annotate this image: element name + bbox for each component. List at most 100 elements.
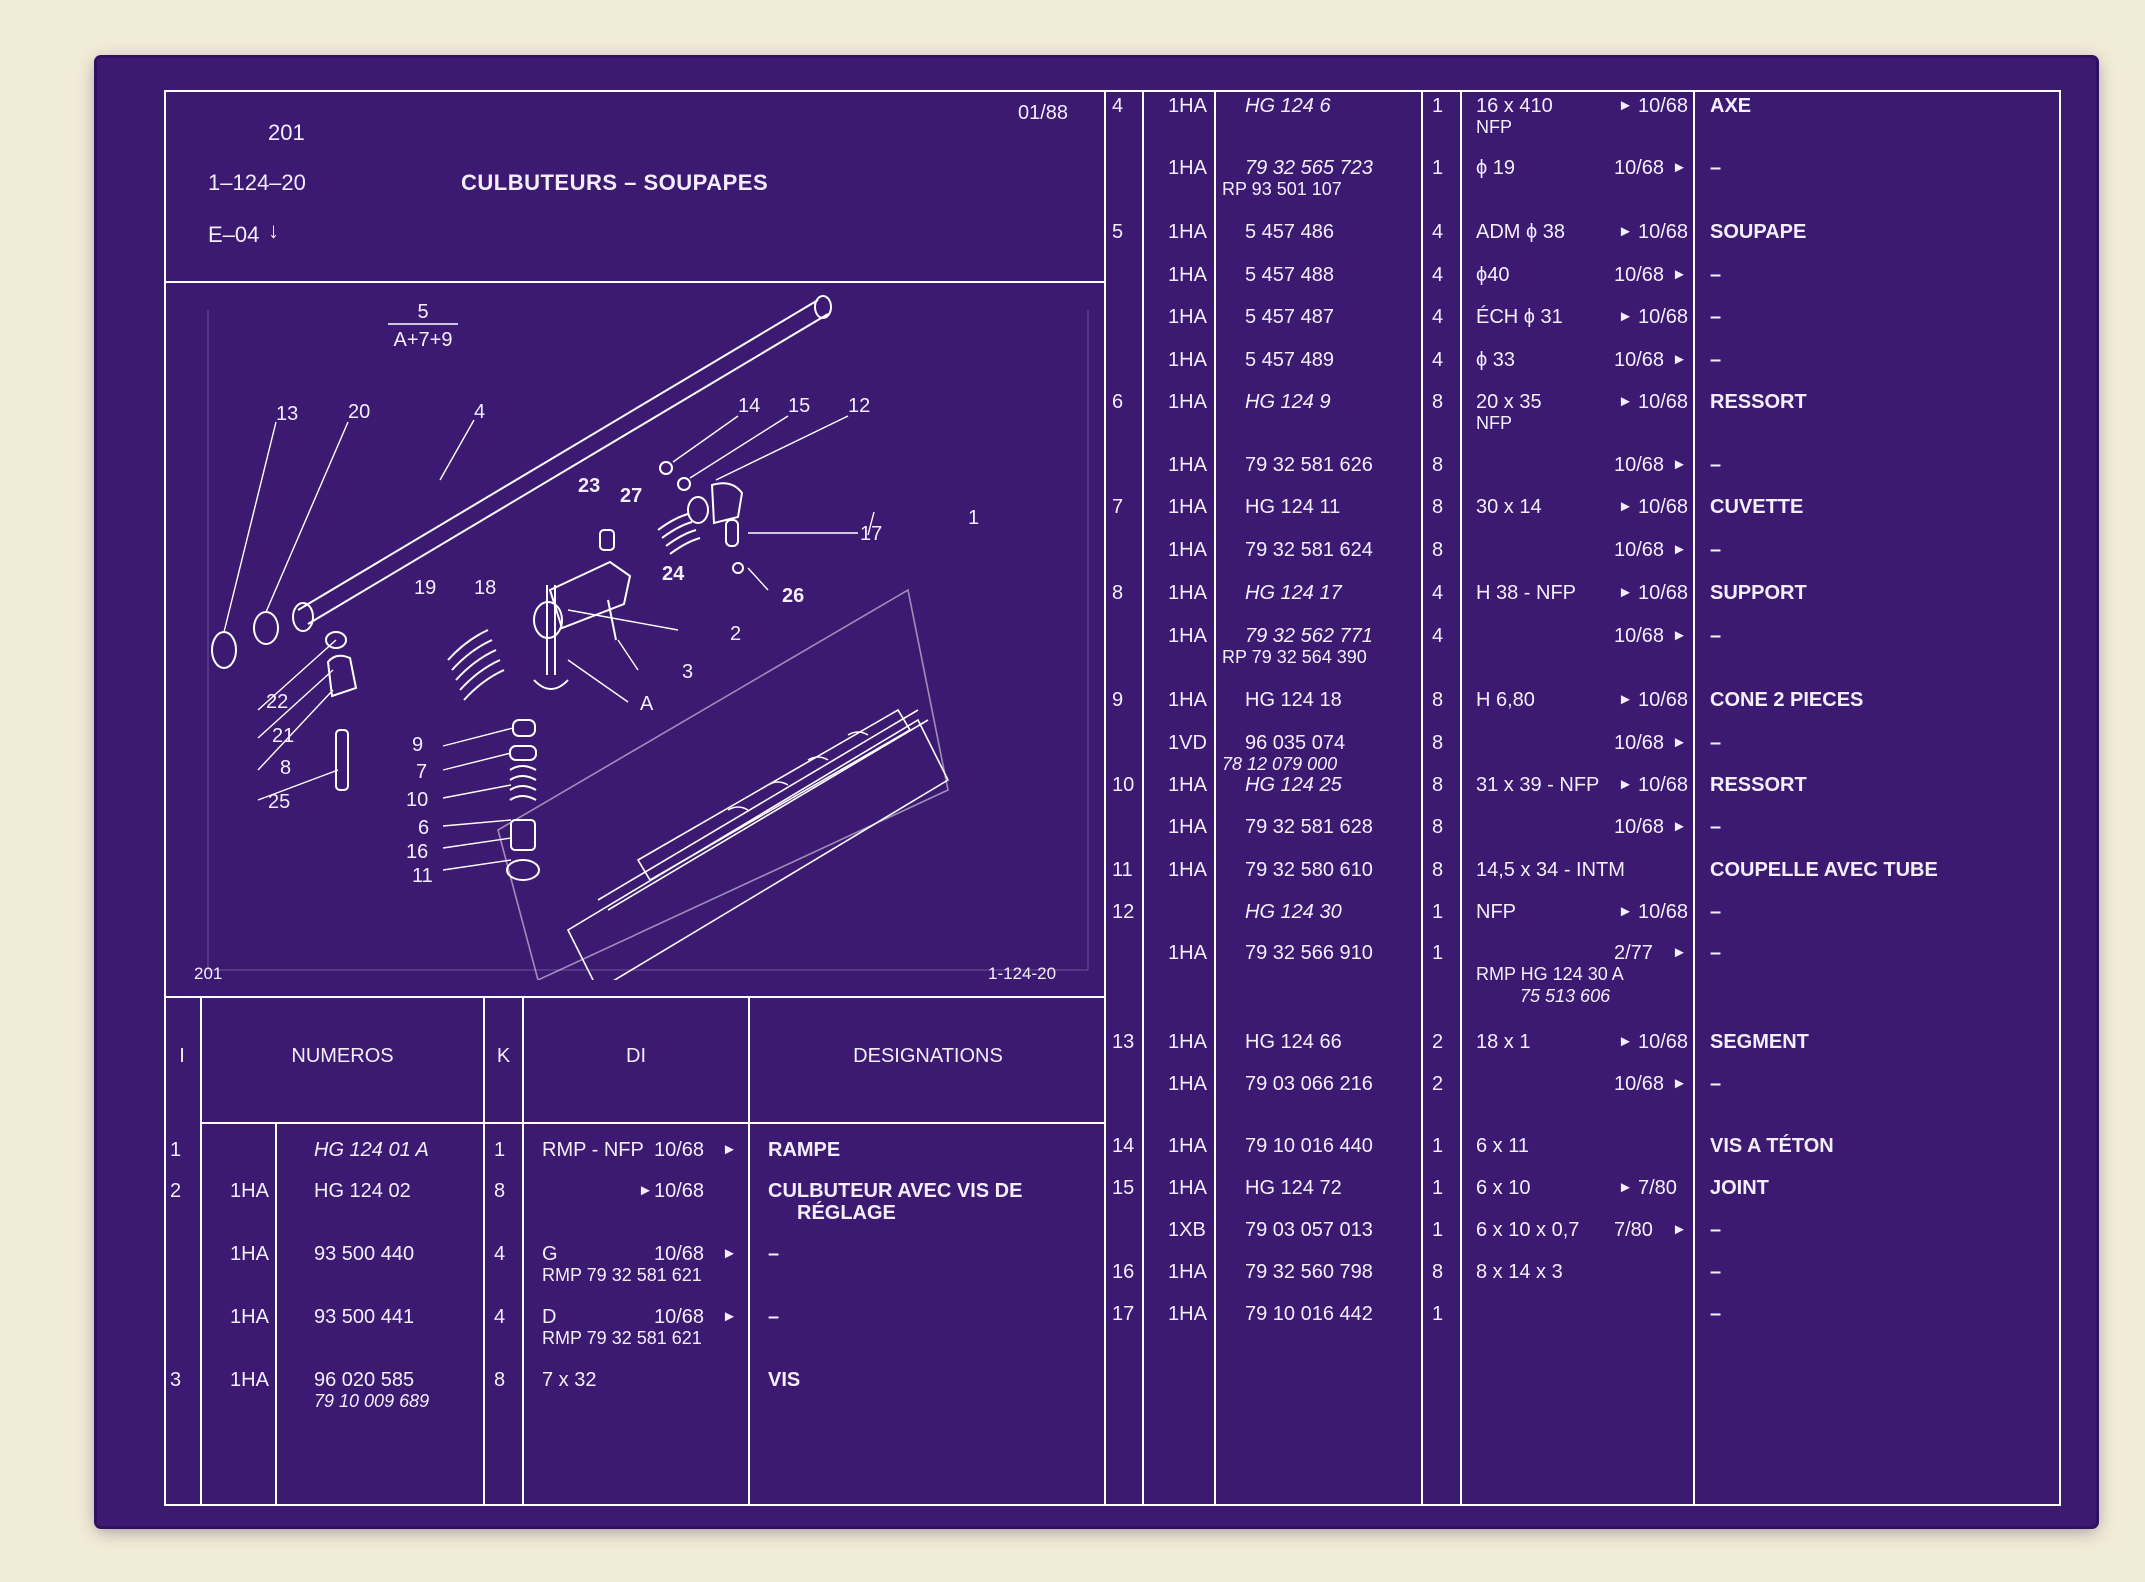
callout-15: 15 xyxy=(788,395,810,417)
panel-divider xyxy=(1104,90,1106,1506)
arrow-right-icon: ► xyxy=(638,1182,653,1199)
callout-11: 11 xyxy=(412,865,433,887)
arrow-right-icon: ► xyxy=(1672,627,1687,644)
row-number: HG 124 30 xyxy=(1245,901,1342,923)
callout-16: 16 xyxy=(406,841,428,863)
row-code: 1HA xyxy=(1168,859,1207,881)
row-date: 10/68 xyxy=(1638,391,1689,413)
spring-19 xyxy=(447,629,505,701)
row-k: 1 xyxy=(1432,1135,1444,1157)
drawing-footer-right: 1-124-20 xyxy=(988,964,1057,983)
rocker-shaft xyxy=(292,295,832,632)
row-date: 10/68 xyxy=(1638,689,1689,711)
row-k: 4 xyxy=(1432,625,1444,647)
row-number: 79 32 565 723 xyxy=(1245,157,1373,179)
callout-6: 6 xyxy=(418,817,429,839)
col-line xyxy=(1693,90,1695,1506)
row-designation: – xyxy=(1710,901,1722,923)
row-di-tertiary: 75 513 606 xyxy=(1520,986,1611,1006)
row-number-secondary: RP 93 501 107 xyxy=(1222,179,1342,199)
row-code: 1HA xyxy=(1168,774,1207,796)
screw-3 xyxy=(607,599,617,641)
callout-19: 19 xyxy=(414,577,436,599)
row-di-replacement: RMP 79 32 581 621 xyxy=(542,1328,702,1348)
row-number: 79 32 581 626 xyxy=(1245,454,1373,476)
row-designation: – xyxy=(1710,816,1722,838)
row-number: HG 124 02 xyxy=(314,1180,411,1202)
row-index: 13 xyxy=(1112,1031,1135,1053)
row-code: 1HA xyxy=(1168,1073,1207,1095)
row-designation: RESSORT xyxy=(1710,391,1807,413)
callout-2: 2 xyxy=(730,623,741,645)
row-index: 4 xyxy=(1112,95,1124,117)
arrow-right-icon: ► xyxy=(1618,223,1633,240)
header-numeros: NUMEROS xyxy=(291,1045,394,1067)
row-code: 1HA xyxy=(230,1180,269,1202)
arrow-right-icon: ► xyxy=(722,1308,737,1325)
arrow-right-icon: ► xyxy=(1672,351,1687,368)
drawing-footer-left: 201 xyxy=(194,964,223,983)
row-di-secondary: NFP xyxy=(1476,117,1512,137)
row-index: 16 xyxy=(1112,1261,1135,1283)
row-index: 1 xyxy=(170,1139,182,1161)
callout-20: 20 xyxy=(348,401,370,423)
row-code: 1HA xyxy=(1168,496,1207,518)
row-k: 8 xyxy=(1432,689,1444,711)
cylinder-head-assembly xyxy=(497,588,950,980)
callout-10: 10 xyxy=(406,789,428,811)
row-k: 8 xyxy=(494,1369,506,1391)
row-k: 1 xyxy=(1432,1177,1444,1199)
row-di: H 38 - NFP xyxy=(1476,582,1577,604)
row-index: 6 xyxy=(1112,391,1124,413)
rocker-arm-2 xyxy=(533,560,632,639)
issue-date: 01/88 xyxy=(1018,102,1069,124)
callout-3: 3 xyxy=(682,661,693,683)
row-k: 2 xyxy=(1432,1031,1444,1053)
callout-21: 21 xyxy=(272,725,294,747)
row-number: HG 124 11 xyxy=(1245,496,1341,518)
row-number: 79 32 566 910 xyxy=(1245,942,1373,964)
callout-27: 27 xyxy=(620,485,642,507)
row-date: 10/68 xyxy=(1614,157,1665,179)
callout-25: 25 xyxy=(268,791,290,813)
row-date: 10/68 xyxy=(1614,625,1665,647)
arrow-right-icon: ► xyxy=(1618,393,1633,410)
exploded-view-drawing: 5 A+7+9 13 20 4 14 15 12 23 27 24 17 26 … xyxy=(207,295,1089,980)
arrow-right-icon: ► xyxy=(1618,308,1633,325)
row-k: 4 xyxy=(1432,582,1444,604)
row-number: 96 035 074 xyxy=(1245,732,1346,754)
row-di-secondary: NFP xyxy=(1476,413,1512,433)
arrow-right-icon: ► xyxy=(1672,541,1687,558)
row-code: 1HA xyxy=(1168,157,1207,179)
row-date: 10/68 xyxy=(1614,732,1665,754)
row-code: 1HA xyxy=(1168,306,1207,328)
row-di-date: 10/68 xyxy=(654,1139,705,1161)
row-di-secondary: RMP HG 124 30 A xyxy=(1476,964,1624,984)
arrow-right-icon: ► xyxy=(1618,498,1633,515)
row-k: 2 xyxy=(1432,1073,1444,1095)
row-k: 8 xyxy=(1432,539,1444,561)
row-date: 10/68 xyxy=(1638,774,1689,796)
row-di: G xyxy=(542,1243,558,1265)
row-di: ADM ϕ 38 xyxy=(1476,221,1566,243)
row-index: 9 xyxy=(1112,689,1124,711)
callout-18: 18 xyxy=(474,577,496,599)
support-8 xyxy=(325,631,358,791)
row-number-secondary: 79 10 009 689 xyxy=(314,1391,430,1411)
row-date: 10/68 xyxy=(1638,496,1689,518)
reference-number: 1–124–20 xyxy=(208,170,306,195)
row-designation: – xyxy=(1710,1073,1722,1095)
row-number: 79 10 016 442 xyxy=(1245,1303,1373,1325)
row-di: 20 x 35 xyxy=(1476,391,1542,413)
header-index: I xyxy=(179,1045,185,1067)
col-line xyxy=(522,996,524,1506)
row-k: 8 xyxy=(494,1180,506,1202)
col-line xyxy=(483,996,485,1506)
row-di: 6 x 10 xyxy=(1476,1177,1531,1199)
ring-26 xyxy=(732,562,744,574)
row-number: HG 124 66 xyxy=(1245,1031,1342,1053)
row-di: 8 x 14 x 3 xyxy=(1476,1261,1563,1283)
support-12 xyxy=(710,482,744,525)
row-code: 1XB xyxy=(1168,1219,1206,1241)
row-k: 1 xyxy=(1432,157,1444,179)
